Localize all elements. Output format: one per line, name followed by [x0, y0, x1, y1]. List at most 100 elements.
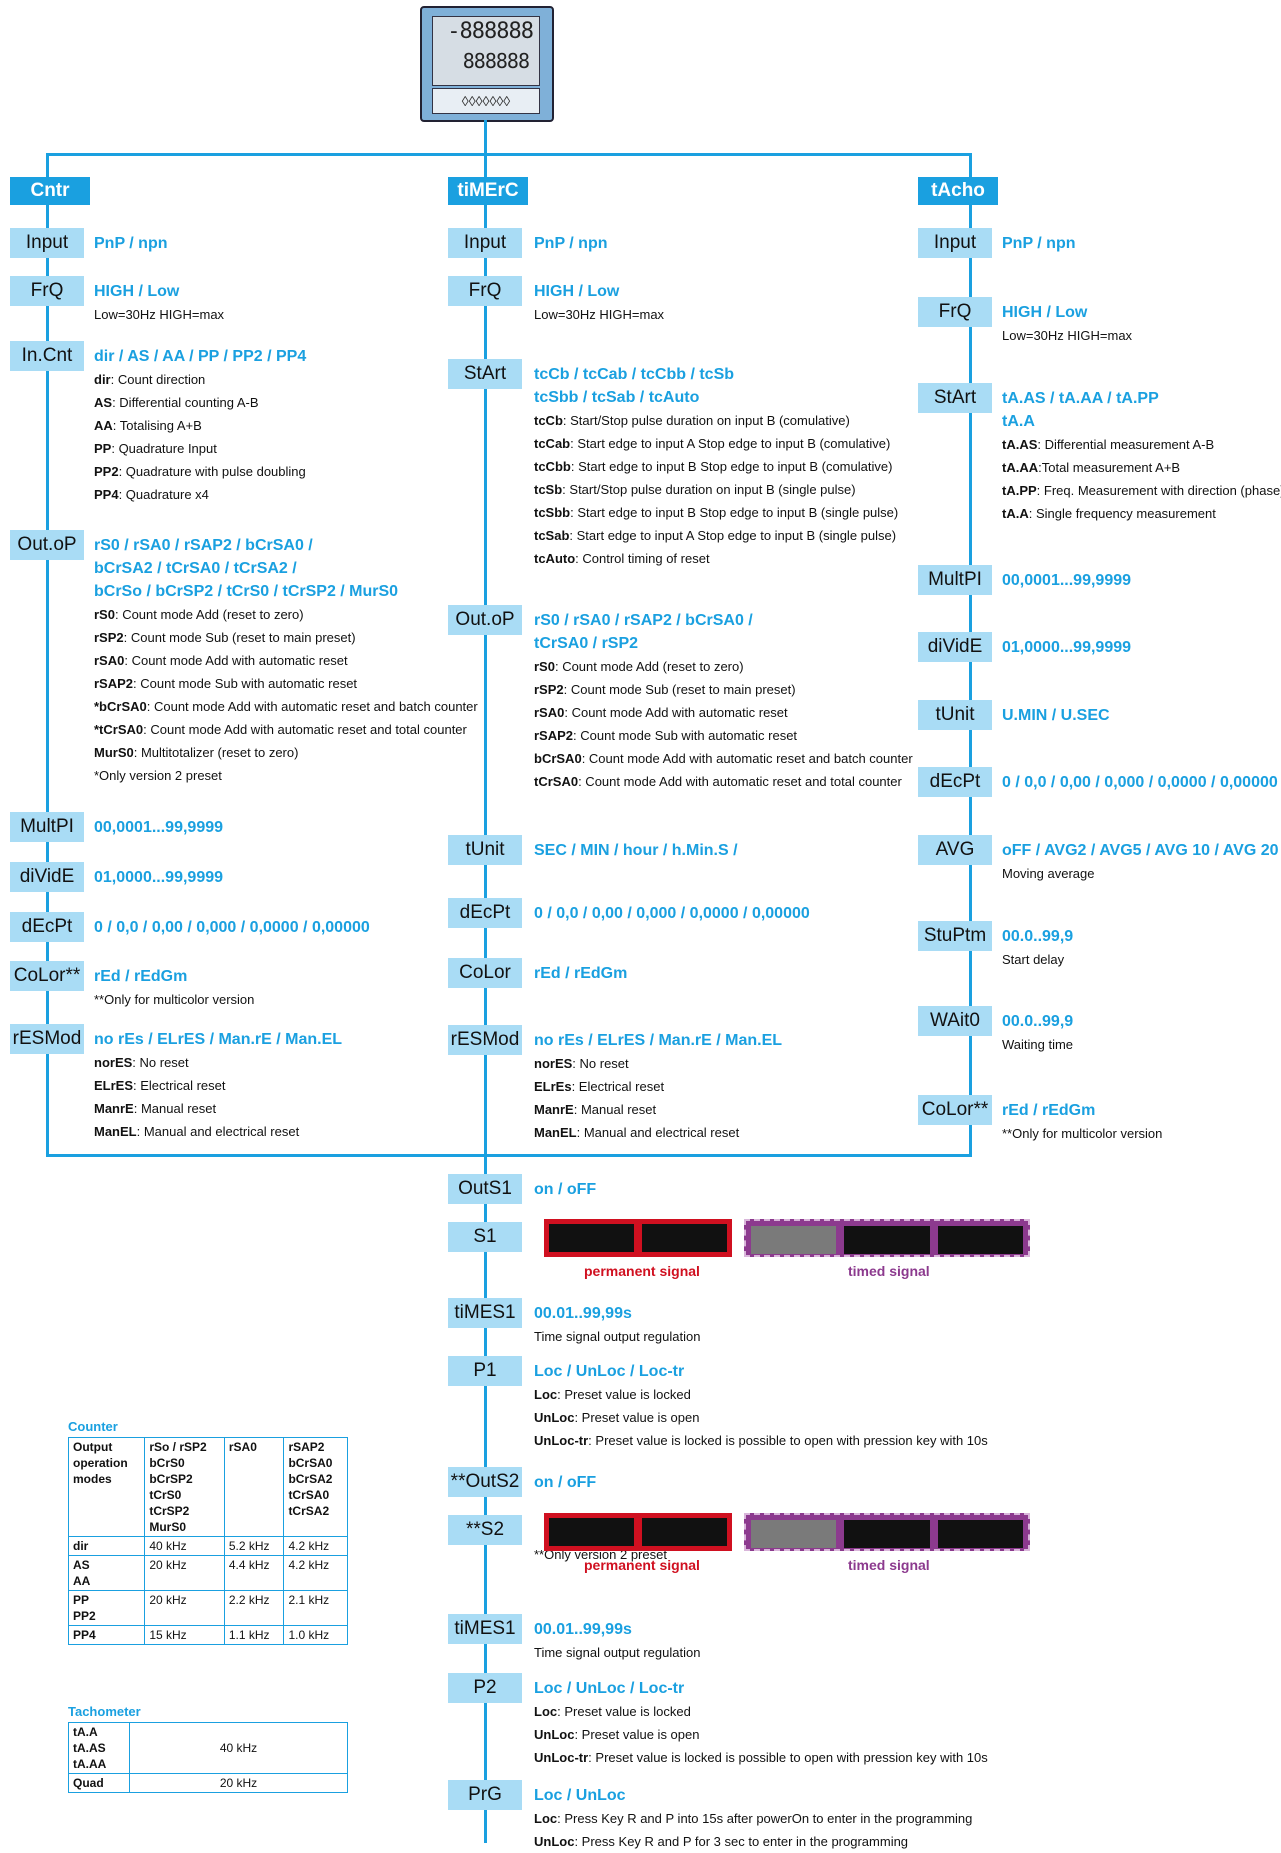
timer-param-out-op[interactable]: Out.oP	[448, 605, 522, 635]
note-text: : Totalising A+B	[112, 418, 202, 433]
signal-segment	[937, 1520, 1023, 1548]
note-text: : Count mode Add (reset to zero)	[114, 607, 304, 622]
common-param-s1[interactable]: S1	[448, 1222, 522, 1252]
cntr-param-multpi[interactable]: MultPI	[10, 812, 84, 842]
note-text: Low=30Hz HIGH=max	[534, 307, 665, 322]
cntr-param-frq[interactable]: FrQ	[10, 276, 84, 306]
note-row: rSP2: Count mode Sub (reset to main pres…	[94, 626, 478, 649]
common-param-times1[interactable]: tiMES1	[448, 1298, 522, 1328]
tacho-param-frq[interactable]: FrQ	[918, 297, 992, 327]
note-key: AS	[94, 395, 113, 410]
tacho-param-wait0[interactable]: WAit0	[918, 1006, 992, 1036]
cntr-options-frq: HIGH / Low	[94, 283, 180, 300]
cntr-param-out-op[interactable]: Out.oP	[10, 530, 84, 560]
note-row: bCrSA0: Count mode Add with automatic re…	[534, 747, 913, 770]
tacho-options-input: PnP / npn	[1002, 235, 1076, 252]
tacho-param-stuptm[interactable]: StuPtm	[918, 921, 992, 951]
note-text: : Count mode Sub (reset to main preset)	[563, 682, 796, 697]
tacho-notes-stuptm: Start delay	[1002, 948, 1064, 971]
tacho-options-tunit: U.MIN / U.SEC	[1002, 707, 1110, 724]
cntr-param-in-cnt[interactable]: In.Cnt	[10, 341, 84, 371]
note-key: UnLoc-tr	[534, 1433, 589, 1448]
note-key: rS0	[94, 607, 115, 622]
tacho-param-start[interactable]: StArt	[918, 383, 992, 413]
note-key: UnLoc	[534, 1410, 575, 1425]
signal-segment	[642, 1518, 727, 1546]
note-row: UnLoc-tr: Preset value is locked is poss…	[534, 1746, 988, 1769]
cntr-param-input[interactable]: Input	[10, 228, 84, 258]
common-param-prg[interactable]: PrG	[448, 1780, 522, 1810]
timer-param-decpt[interactable]: dEcPt	[448, 898, 522, 928]
column-header-cntr[interactable]: Cntr	[10, 177, 90, 205]
note-text: : Count mode Add with automatic reset	[564, 705, 788, 720]
note-row: rSAP2: Count mode Sub with automatic res…	[534, 724, 913, 747]
table-cell: 4.2 kHz	[283, 1536, 348, 1556]
table-cell: 1.0 kHz	[283, 1625, 348, 1645]
tacho-param-tunit[interactable]: tUnit	[918, 700, 992, 730]
common-param-outs2[interactable]: **OutS2	[448, 1467, 522, 1497]
tacho-param-divide[interactable]: diVidE	[918, 632, 992, 662]
signal-segment	[549, 1518, 634, 1546]
cntr-param-color[interactable]: CoLor**	[10, 961, 84, 991]
timer-param-start[interactable]: StArt	[448, 359, 522, 389]
common-param-p2[interactable]: P2	[448, 1673, 522, 1703]
note-text: : Start edge to input B Stop edge to inp…	[570, 459, 893, 474]
timer-notes-out-op: rS0: Count mode Add (reset to zero)rSP2:…	[534, 655, 913, 793]
common-param-s2[interactable]: **S2	[448, 1515, 522, 1545]
timer-param-resmod[interactable]: rESMod	[448, 1025, 522, 1055]
common-param-p1[interactable]: P1	[448, 1356, 522, 1386]
note-row: ManEL: Manual and electrical reset	[94, 1120, 299, 1143]
note-key: ManEL	[94, 1124, 137, 1139]
note-key: dir	[94, 372, 111, 387]
common-param-outs1[interactable]: OutS1	[448, 1174, 522, 1204]
timer-options-out-op: rS0 / rSA0 / rSAP2 / bCrSA0 /	[534, 612, 753, 629]
note-row: *tCrSA0: Count mode Add with automatic r…	[94, 718, 478, 741]
note-text: : Start edge to input A Stop edge to inp…	[570, 436, 891, 451]
note-key: norES	[94, 1055, 133, 1070]
tacho-param-avg[interactable]: AVG	[918, 835, 992, 865]
tacho-options-start: tA.AS / tA.AA / tA.PP	[1002, 390, 1159, 407]
note-key: AA	[94, 418, 113, 433]
table-cell: 15 kHz	[144, 1625, 225, 1645]
note-key: *tCrSA0	[94, 722, 144, 737]
cntr-param-decpt[interactable]: dEcPt	[10, 912, 84, 942]
tacho-param-decpt[interactable]: dEcPt	[918, 767, 992, 797]
cntr-param-divide[interactable]: diVidE	[10, 862, 84, 892]
tacho-table-title: Tachometer	[68, 1704, 141, 1719]
timer-param-frq[interactable]: FrQ	[448, 276, 522, 306]
note-row: UnLoc: Preset value is open	[534, 1723, 988, 1746]
note-key: rSAP2	[94, 676, 134, 691]
tacho-options-frq: HIGH / Low	[1002, 304, 1088, 321]
note-text: : Freq. Measurement with direction (phas…	[1036, 483, 1281, 498]
cntr-options-input: PnP / npn	[94, 235, 168, 252]
timed-signal-caption: timed signal	[848, 1557, 930, 1573]
permanent-signal-s1	[544, 1219, 732, 1257]
column-header-timer[interactable]: tiMErC	[448, 177, 528, 205]
note-text: **Only for multicolor version	[94, 992, 255, 1007]
table-cell: 40 kHz	[129, 1722, 348, 1774]
note-key: tA.AA	[1002, 460, 1039, 475]
timer-param-tunit[interactable]: tUnit	[448, 835, 522, 865]
note-row: Time signal output regulation	[534, 1325, 700, 1348]
tacho-param-input[interactable]: Input	[918, 228, 992, 258]
cntr-options-out-op: bCrSo / bCrSP2 / tCrS0 / tCrSP2 / MurS0	[94, 583, 399, 600]
note-key: ELrEs	[534, 1079, 572, 1094]
note-text: Low=30Hz HIGH=max	[94, 307, 225, 322]
keys-icon: ◊◊◊◊◊◊◊	[461, 93, 511, 109]
counter-table-title: Counter	[68, 1419, 118, 1434]
note-text: : Start/Stop pulse duration on input B (…	[562, 482, 856, 497]
timer-param-input[interactable]: Input	[448, 228, 522, 258]
note-text: :Total measurement A+B	[1038, 460, 1181, 475]
timer-param-color[interactable]: CoLor	[448, 958, 522, 988]
column-header-tacho[interactable]: tAcho	[918, 177, 998, 205]
common-param-times1[interactable]: tiMES1	[448, 1614, 522, 1644]
common-notes-times1: Time signal output regulation	[534, 1641, 700, 1664]
tacho-param-multpi[interactable]: MultPI	[918, 565, 992, 595]
connector-line	[46, 153, 49, 177]
cntr-options-decpt: 0 / 0,0 / 0,00 / 0,000 / 0,0000 / 0,0000…	[94, 919, 370, 936]
cntr-param-resmod[interactable]: rESMod	[10, 1024, 84, 1054]
timer-options-out-op: tCrSA0 / rSP2	[534, 635, 639, 652]
tacho-param-color[interactable]: CoLor**	[918, 1095, 992, 1125]
